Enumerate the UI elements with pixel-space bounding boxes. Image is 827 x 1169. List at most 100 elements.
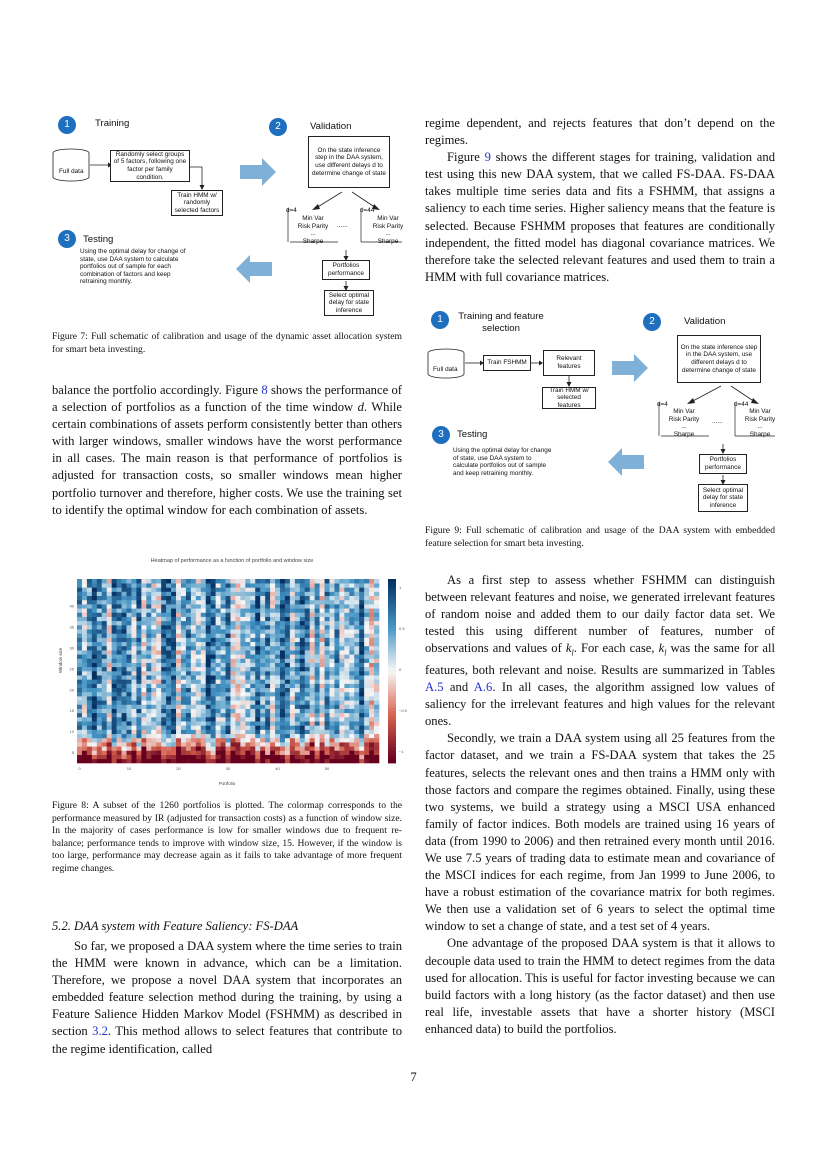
heatmap-cell <box>185 612 192 617</box>
section-3-2-link[interactable]: 3.2 <box>92 1024 108 1039</box>
heatmap-cell <box>260 595 266 601</box>
heatmap-cell <box>205 721 211 726</box>
heatmap-cell <box>205 608 211 613</box>
heatmap-cell <box>146 704 152 709</box>
heatmap-cell <box>111 616 117 622</box>
heatmap-cell <box>126 737 132 743</box>
heatmap-cell <box>81 687 88 693</box>
heatmap-cell <box>205 666 211 672</box>
heatmap-cell <box>255 691 261 697</box>
heatmap-cell <box>190 579 197 584</box>
heatmap-cell <box>190 725 197 730</box>
heatmap-cell <box>339 645 345 651</box>
heatmap-cell <box>146 625 152 630</box>
heatmap-cell <box>265 729 271 735</box>
heatmap-cell <box>146 754 152 760</box>
heatmap-cell <box>314 750 320 755</box>
heatmap-cell <box>156 671 162 676</box>
heatmap-cell <box>86 675 93 680</box>
heatmap-cell <box>215 733 221 739</box>
heatmap-cell <box>220 712 226 718</box>
heatmap-cell <box>91 583 98 588</box>
heatmap-cell <box>359 616 365 622</box>
heatmap-cell <box>215 662 221 668</box>
heatmap-cell <box>180 654 187 659</box>
heatmap-cell <box>141 599 147 605</box>
heatmap-cell <box>329 737 335 743</box>
heatmap-cell <box>255 616 261 622</box>
heatmap-cell <box>180 579 187 584</box>
heatmap-cell <box>354 633 360 638</box>
heatmap-cell <box>141 633 147 638</box>
heatmap-cell <box>146 587 152 592</box>
heatmap-cell <box>195 733 202 739</box>
heatmap-cell <box>141 729 147 735</box>
heatmap-cell <box>96 633 103 638</box>
figure-8-link[interactable]: 8 <box>261 383 268 397</box>
heatmap-cell <box>96 675 103 680</box>
heatmap-cell <box>215 604 221 609</box>
heatmap-cell <box>260 704 266 709</box>
heatmap-cell <box>279 691 286 697</box>
heatmap-cell <box>225 662 231 668</box>
heatmap-cell <box>369 700 375 705</box>
heatmap-cell <box>250 675 256 680</box>
heatmap-cell <box>200 746 207 751</box>
heatmap-cell <box>240 654 246 659</box>
heatmap-cell <box>240 595 246 601</box>
heatmap-cell <box>111 645 117 651</box>
heatmap-cell <box>279 666 286 672</box>
heatmap-cell <box>176 758 182 764</box>
heatmap-cell <box>235 700 241 705</box>
heatmap-cell <box>77 758 83 764</box>
heatmap-cell <box>324 608 330 613</box>
heatmap-cell <box>294 579 301 584</box>
heatmap-cell <box>240 700 246 705</box>
heatmap-cell <box>299 595 306 601</box>
heatmap-cell <box>220 687 226 693</box>
heatmap-cell <box>126 704 132 709</box>
heatmap-cell <box>324 654 330 659</box>
heatmap-cell <box>255 700 261 705</box>
heatmap-cell <box>96 579 103 584</box>
heatmap-cell <box>279 717 286 722</box>
heatmap-cell <box>364 633 370 638</box>
table-a5-link[interactable]: A.5 <box>425 680 444 695</box>
table-a6-link[interactable]: A.6 <box>473 680 493 695</box>
heatmap-cell <box>141 708 147 714</box>
heatmap-cell <box>240 662 246 668</box>
heatmap-cell <box>91 612 98 617</box>
heatmap-cell <box>304 733 310 739</box>
heatmap-cell <box>240 721 246 726</box>
heatmap-cell <box>245 700 251 705</box>
heatmap-cell <box>250 687 256 693</box>
heatmap-cell <box>374 579 380 584</box>
heatmap-cell <box>146 687 152 693</box>
heatmap-cell <box>359 658 365 663</box>
heatmap-cell <box>171 704 177 709</box>
heatmap-cell <box>235 742 241 747</box>
heatmap-cell <box>205 675 211 680</box>
heatmap-cell <box>265 700 271 705</box>
heatmap-cell <box>329 612 335 617</box>
heatmap-cell <box>111 579 117 584</box>
figure-9-link[interactable]: 9 <box>484 150 491 165</box>
heatmap-cell <box>225 608 231 613</box>
figure-7: 1 Training 2 Validation 3 Testing Full d… <box>50 112 403 322</box>
heatmap-cell <box>106 595 112 601</box>
heatmap-cell <box>171 662 177 668</box>
heatmap-cell <box>166 591 172 597</box>
heatmap-cell <box>270 650 276 655</box>
heatmap-cell <box>374 604 380 609</box>
heatmap-cell <box>354 583 360 588</box>
heatmap-cell <box>349 633 355 638</box>
heatmap-cell <box>354 595 360 601</box>
heatmap-cell <box>299 733 306 739</box>
heatmap-cell <box>205 717 211 722</box>
heatmap-cell <box>309 645 315 651</box>
heatmap-cell <box>200 696 207 701</box>
step-3-badge: 3 <box>58 230 76 248</box>
y-tick-label: 10 <box>70 729 75 734</box>
heatmap-cell <box>176 612 182 617</box>
heatmap-cell <box>96 671 103 676</box>
